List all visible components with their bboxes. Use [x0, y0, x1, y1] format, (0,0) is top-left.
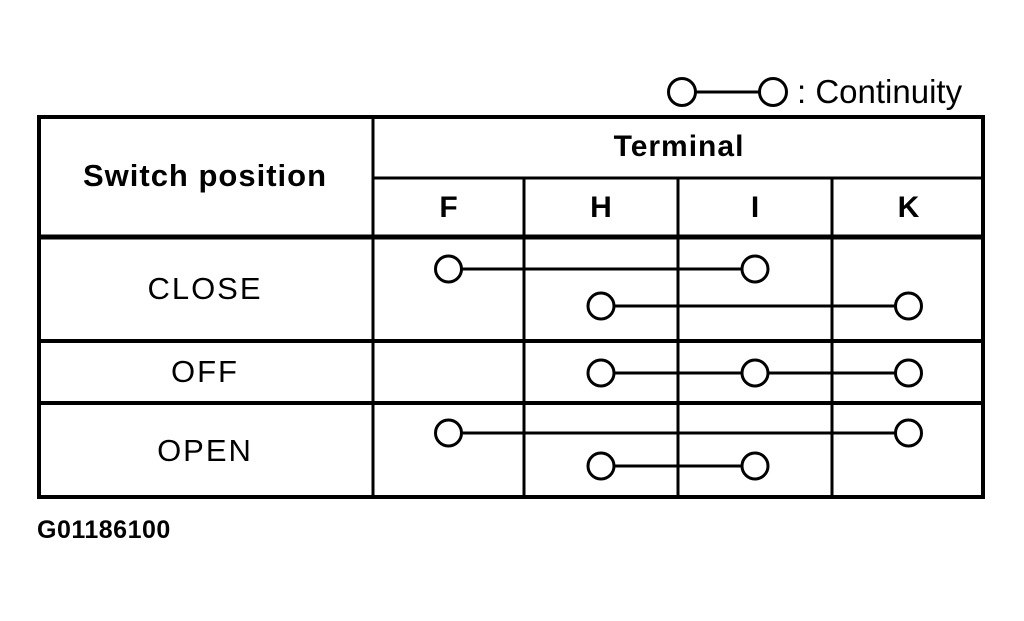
- continuity-terminal-circle: [740, 358, 770, 388]
- continuity-terminal-circle: [434, 254, 463, 284]
- row-label-close: CLOSE: [147, 271, 263, 306]
- row-label-off: OFF: [171, 354, 239, 389]
- continuity-terminal-circle: [586, 358, 616, 388]
- continuity-terminal-circle: [894, 291, 923, 321]
- switch-position-header: Switch position: [82, 158, 328, 193]
- continuity-terminal-circle: [434, 418, 463, 448]
- continuity-terminal-circle: [894, 418, 923, 448]
- figure-id-caption: G01186100: [37, 516, 171, 544]
- continuity-terminal-circle: [894, 358, 923, 388]
- terminal-column-header-k: K: [897, 190, 920, 224]
- continuity-legend-symbol: [667, 77, 788, 107]
- terminal-group-header: Terminal: [613, 129, 745, 163]
- row-label-open: OPEN: [157, 433, 253, 468]
- terminal-column-header-h: H: [590, 190, 612, 224]
- continuity-terminal-circle: [586, 291, 616, 321]
- continuity-terminal-circle: [586, 451, 616, 481]
- continuity-terminal-circle: [740, 254, 770, 284]
- terminal-column-header-f: F: [439, 190, 458, 224]
- continuity-connections: [434, 254, 923, 481]
- terminal-column-header-i: I: [750, 190, 760, 224]
- continuity-terminal-circle: [740, 451, 770, 481]
- continuity-legend-label: : Continuity: [797, 73, 963, 110]
